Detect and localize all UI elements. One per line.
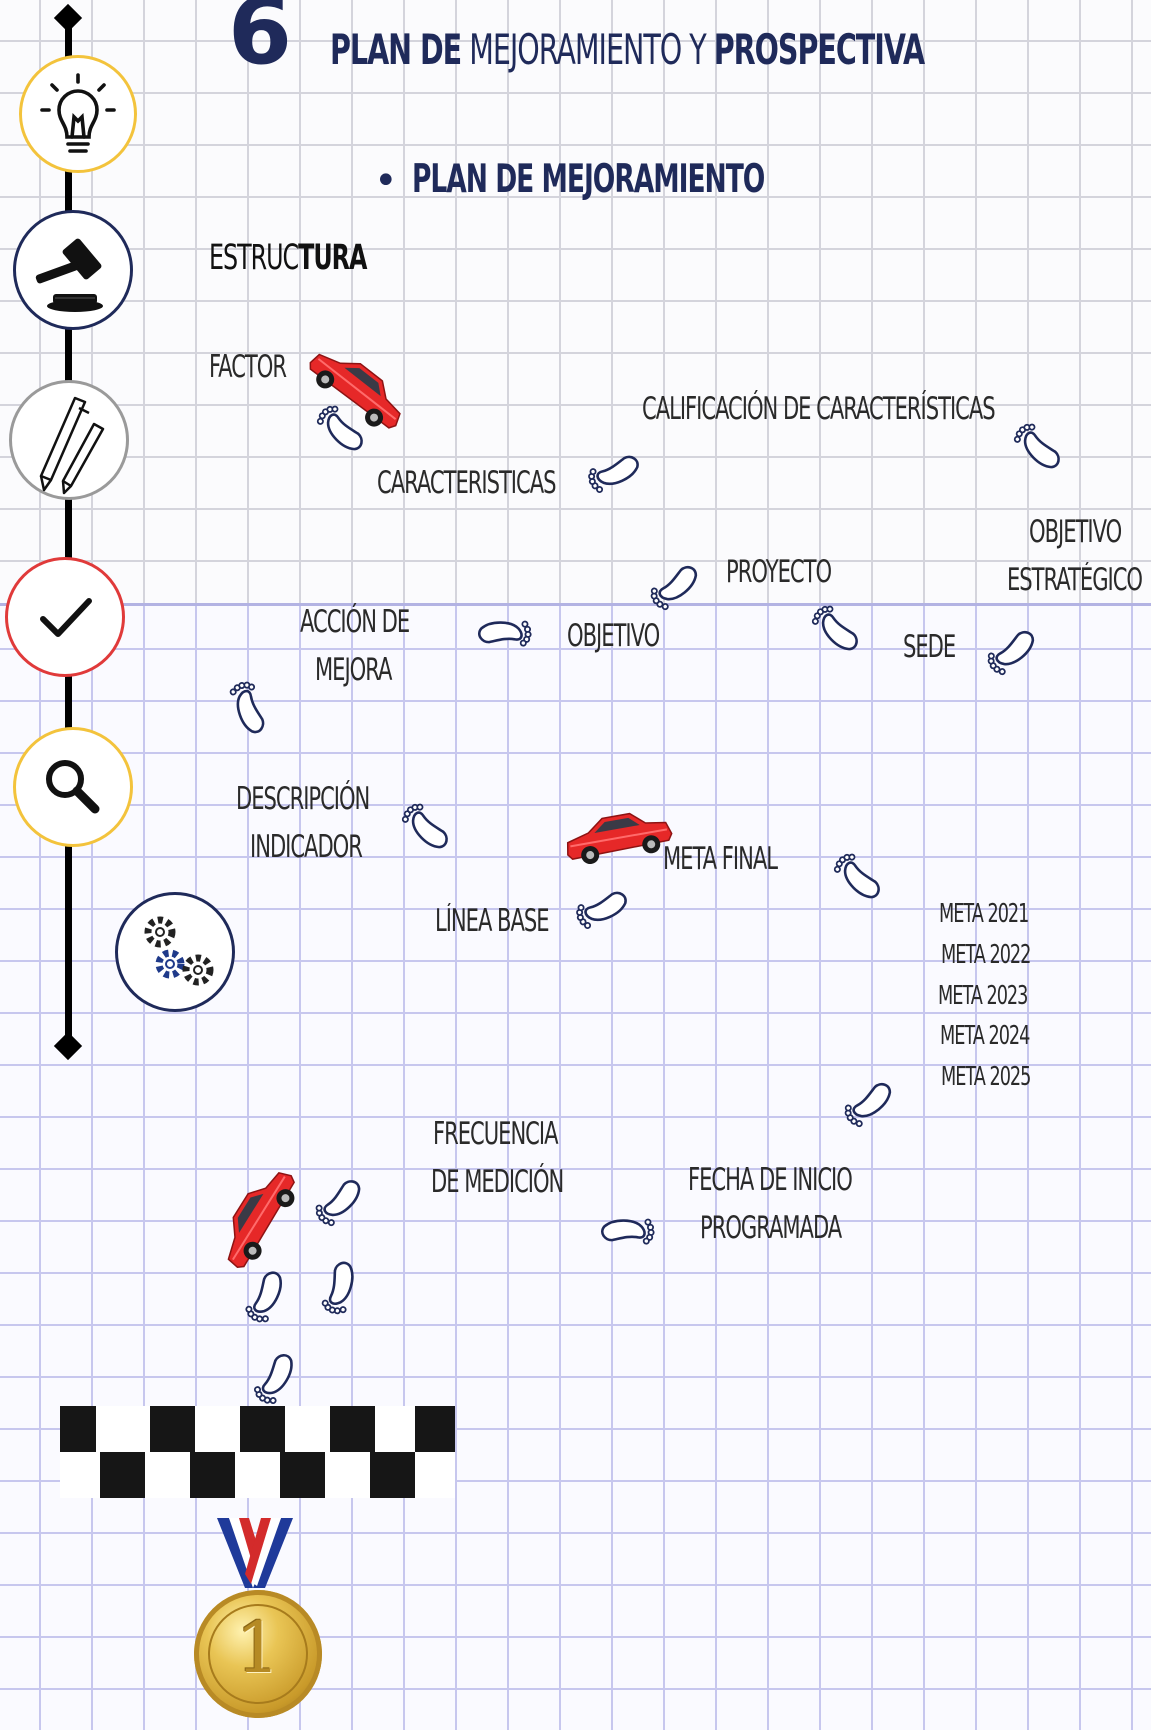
footprint-icon [572, 888, 632, 932]
footprint-icon [397, 799, 452, 857]
pencils-icon[interactable] [9, 380, 129, 500]
footprint-icon [312, 401, 367, 459]
footprint-icon [250, 1350, 303, 1409]
meta-item: META 2024 [940, 1021, 1030, 1051]
meta-item: META 2023 [938, 981, 1028, 1011]
graph-paper-bottom [0, 604, 1151, 1730]
footprint-icon [807, 601, 862, 659]
check-icon[interactable] [5, 557, 125, 677]
medal-number: 1 [235, 1607, 281, 1689]
label-sede: SEDE [903, 629, 956, 665]
label-calificacion: CALIFICACIÓN DE CARACTERÍSTICAS [642, 391, 996, 427]
footprint-icon [829, 849, 884, 907]
structure-heading-part1: ESTRUC [209, 238, 299, 278]
footprint-icon [840, 1078, 899, 1131]
medal-coin: 1 [194, 1590, 322, 1718]
footprint-icon [600, 1214, 657, 1246]
medal-inner-ring [208, 1604, 308, 1704]
structure-heading-part2: TURA [298, 238, 367, 278]
section-number: 6 [228, 0, 293, 85]
footprint-icon [983, 626, 1042, 679]
label-accion-1: ACCIÓN DE [300, 604, 410, 640]
footprint-icon [227, 678, 267, 738]
structure-heading: ESTRUCTURA [209, 234, 367, 282]
label-fecha-1: FECHA DE INICIO [688, 1162, 853, 1198]
label-objetivo: OBJETIVO [567, 618, 660, 654]
label-caracteristicas: CARACTERISTICAS [377, 465, 556, 501]
footprint-icon [242, 1267, 292, 1328]
meta-item: META 2021 [939, 899, 1029, 929]
section-divider [0, 603, 1151, 606]
footprint-icon [477, 616, 534, 648]
label-fecha-2: PROGRAMADA [700, 1210, 842, 1246]
car-icon [561, 805, 676, 869]
footprint-icon [1009, 419, 1064, 477]
title-part3: PROSPECTIVA [713, 25, 925, 74]
medal-ribbon-icon [217, 1518, 293, 1588]
checkered-flag-icon [60, 1406, 455, 1498]
gears-icon[interactable] [115, 892, 235, 1012]
magnifier-icon[interactable] [13, 727, 133, 847]
timeline-line [65, 18, 72, 1046]
label-proyecto: PROYECTO [726, 554, 832, 590]
title-part1: PLAN DE [330, 25, 462, 74]
car-icon [211, 1160, 306, 1276]
meta-item: META 2022 [941, 940, 1031, 970]
label-meta-final: META FINAL [663, 841, 778, 877]
label-descripcion-1: DESCRIPCIÓN [236, 781, 370, 817]
meta-item: META 2025 [941, 1062, 1031, 1092]
label-objetivo-estrategico-2: ESTRATÉGICO [1007, 562, 1143, 598]
label-factor: FACTOR [209, 349, 287, 385]
graph-paper-top [0, 0, 1151, 604]
label-linea-base: LÍNEA BASE [435, 903, 550, 939]
label-frecuencia-2: DE MEDICIÓN [431, 1164, 564, 1200]
footprint-icon [311, 1176, 369, 1231]
subtitle-bullet: • [374, 158, 398, 204]
footprint-icon [646, 561, 705, 614]
title-part2: MEJORAMIENTO Y [469, 25, 706, 74]
footprint-icon [584, 452, 644, 496]
lightbulb-icon[interactable] [19, 55, 137, 173]
label-descripcion-2: INDICADOR [250, 829, 363, 865]
subtitle-plan-de-mejoramiento: PLAN DE MEJORAMIENTO [412, 157, 765, 202]
page-title: PLAN DE MEJORAMIENTO Y PROSPECTIVA [330, 20, 925, 80]
label-accion-2: MEJORA [315, 652, 392, 688]
gavel-icon[interactable] [13, 210, 133, 330]
footprint-icon [319, 1258, 363, 1319]
label-objetivo-estrategico-1: OBJETIVO [1029, 514, 1122, 550]
label-frecuencia-1: FRECUENCIA [433, 1116, 559, 1152]
